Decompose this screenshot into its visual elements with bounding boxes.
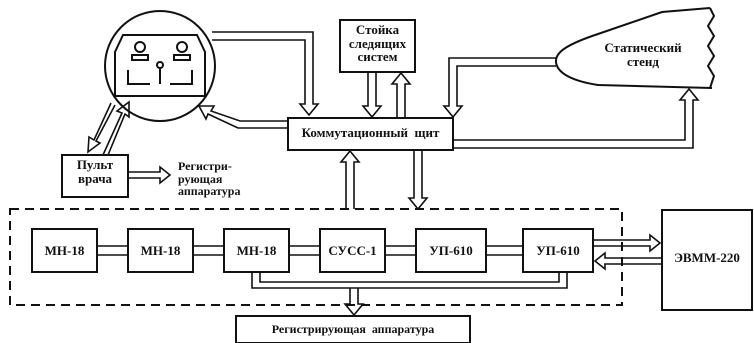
mn18-box-1 <box>31 228 98 273</box>
arrow-rack-to-switchboard <box>361 72 383 119</box>
arrow-capsule-to-switchboard <box>212 31 320 117</box>
cockpit-indicator-right <box>173 54 191 61</box>
mn18-box-3 <box>223 228 290 273</box>
arrow-enclosure-to-switchboard <box>339 149 361 209</box>
arrow-computer-to-up610 <box>593 251 662 271</box>
up610-box-2 <box>522 228 594 273</box>
cockpit-gauge-left <box>134 41 146 53</box>
doctor-console-box <box>61 154 129 198</box>
arrow-switchboard-to-capsule <box>197 105 288 129</box>
arrow-to-bottom-recorder <box>343 288 365 317</box>
arrow-switchboard-to-enclosure <box>407 150 429 211</box>
arrow-up610-to-computer <box>593 233 662 253</box>
link-mn2-mn3 <box>193 245 224 256</box>
up610-box-1 <box>415 228 487 273</box>
cockpit-indicator-left <box>131 54 149 61</box>
link-mn1-mn2 <box>97 245 128 256</box>
static-stand-shape <box>555 7 713 89</box>
arrow-stand-to-switchboard <box>442 57 556 119</box>
arrow-switchboard-to-rack <box>390 71 412 118</box>
arrow-console-to-recorder <box>128 165 172 185</box>
link-up1-up2 <box>486 245 523 256</box>
dashed-enclosure <box>9 208 623 306</box>
suss1-box <box>319 228 386 273</box>
cockpit-panel <box>114 34 206 97</box>
arrow-console-to-capsule <box>102 100 130 156</box>
loop-under-units <box>251 272 568 289</box>
cockpit-gauge-right <box>176 41 188 53</box>
link-mn3-suss <box>289 245 320 256</box>
link-suss-up1 <box>385 245 416 256</box>
arrow-capsule-to-console <box>87 102 116 154</box>
recorder-bottom-box <box>235 315 471 343</box>
cockpit-capsule <box>104 10 216 122</box>
arrow-switchboard-to-stand <box>453 87 700 149</box>
rack-box <box>339 19 416 73</box>
computer-box <box>661 209 753 311</box>
cockpit-pedal-right <box>170 70 193 85</box>
switchboard-box <box>287 117 454 151</box>
static-stand-break <box>706 7 716 89</box>
cockpit-pedal-left <box>127 70 150 85</box>
cockpit-stick-knob <box>156 61 164 69</box>
mn18-box-2 <box>127 228 194 273</box>
